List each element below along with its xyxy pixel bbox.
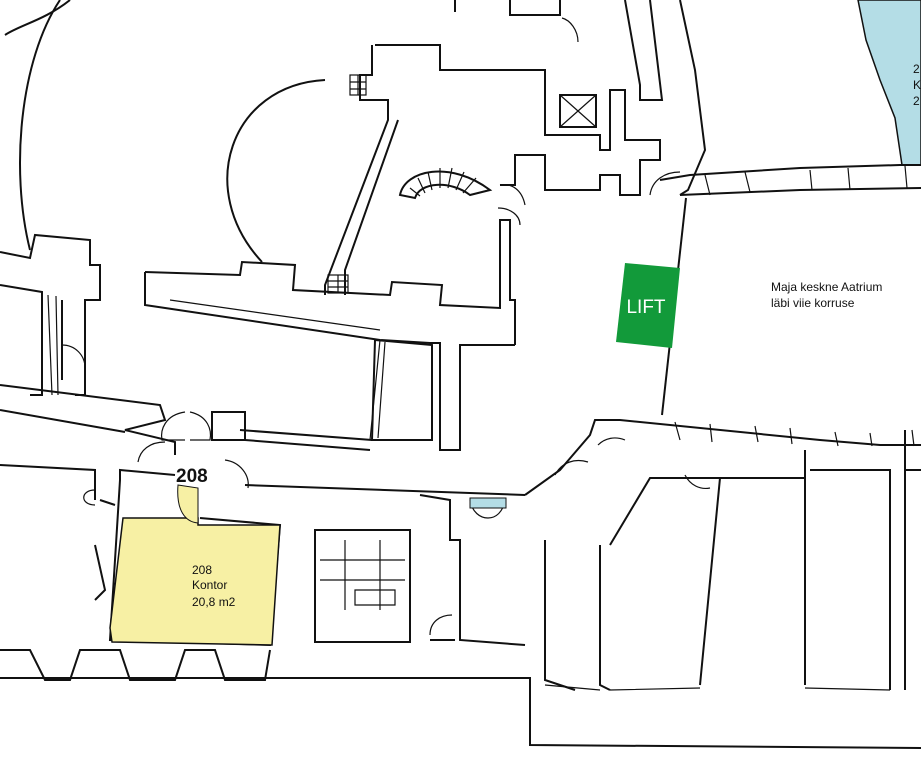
room-208-name: Kontor xyxy=(192,578,227,592)
room-208[interactable]: 208 Kontor 20,8 m2 xyxy=(109,484,281,646)
neighbor-room[interactable]: 2 K 2 xyxy=(857,0,921,166)
upper-right-windows xyxy=(704,165,908,196)
door-arc-8 xyxy=(497,207,521,226)
stair-symbols xyxy=(327,74,367,294)
door-arc-1 xyxy=(160,411,186,441)
walls xyxy=(0,0,921,749)
door-arc-2 xyxy=(189,411,212,441)
elevator-shaft-cross xyxy=(559,94,597,128)
top-wall-3 xyxy=(679,0,707,196)
spiral-staircase xyxy=(398,167,493,200)
corridor-south-wall xyxy=(144,272,515,451)
elevator-shaft xyxy=(559,94,597,128)
lower-right-walls xyxy=(524,419,921,691)
left-lower-room xyxy=(94,499,116,601)
mid-left-wall xyxy=(0,384,176,455)
door-arc-6 xyxy=(83,489,96,506)
room-208-door xyxy=(177,484,199,524)
stair-block-wall xyxy=(375,44,661,196)
lift-label: LIFT xyxy=(626,297,665,318)
lower-entry-walls xyxy=(419,494,526,646)
room-208-marker: 208 xyxy=(176,466,208,487)
door-arc-3 xyxy=(137,441,166,463)
atrium: Maja keskne Aatrium läbi viie korruse xyxy=(771,280,882,310)
left-wing-walls xyxy=(0,233,101,396)
neighbor-room-area-text: 2 xyxy=(913,94,920,108)
upper-corridor-wall xyxy=(324,45,389,295)
stair-symbol-1-lines xyxy=(350,75,366,95)
atrium-subtitle: läbi viie korruse xyxy=(771,296,855,310)
spiral-stair-treads xyxy=(409,167,477,197)
left-wing-detail xyxy=(47,294,59,396)
corridor-block xyxy=(370,338,433,441)
door-arc-12 xyxy=(429,614,453,636)
door-arc-9 xyxy=(649,171,681,196)
door-arc-13 xyxy=(684,474,711,490)
corridor-lower-wall xyxy=(0,464,526,500)
rotunda-inner-wall xyxy=(4,0,71,36)
round-hall-wall xyxy=(226,79,326,263)
elevator-shaft-box xyxy=(559,94,597,128)
corridor-north-wall xyxy=(144,219,516,345)
top-wall-2 xyxy=(624,0,664,101)
room-208-number: 208 xyxy=(192,563,212,577)
lower-stair-room xyxy=(314,529,411,643)
door-arc-11 xyxy=(597,437,626,446)
upper-right-band xyxy=(659,164,921,196)
lower-right-windows xyxy=(674,421,915,447)
doors xyxy=(61,17,711,636)
stair-hall-detail xyxy=(320,540,405,610)
mid-corridor-lines xyxy=(211,411,373,451)
top-wall-1 xyxy=(454,0,561,16)
door-arc-4 xyxy=(224,459,249,489)
neighbor-room-area xyxy=(857,0,921,166)
neighbor-room-number: 2 xyxy=(913,62,920,76)
atrium-title: Maja keskne Aatrium xyxy=(771,280,882,294)
door-arc-14 xyxy=(561,17,579,43)
lift-box[interactable] xyxy=(616,263,680,348)
lift[interactable]: LIFT xyxy=(616,263,680,348)
glass-door xyxy=(469,497,507,509)
spiral-stair-outline xyxy=(398,170,493,200)
south-facade-lines xyxy=(544,684,891,691)
door-arc-10 xyxy=(554,459,589,476)
south-facade xyxy=(0,649,921,749)
diag-corridor xyxy=(344,119,399,295)
door-arc-7 xyxy=(499,184,526,206)
door-arc-5 xyxy=(61,344,86,369)
room-208-area-text: 20,8 m2 xyxy=(192,595,236,609)
corridor-inner-lines xyxy=(169,299,386,441)
stair-symbol-2-lines xyxy=(328,275,348,293)
rotunda-outer-wall xyxy=(19,0,61,251)
neighbor-room-name: K xyxy=(913,78,921,92)
